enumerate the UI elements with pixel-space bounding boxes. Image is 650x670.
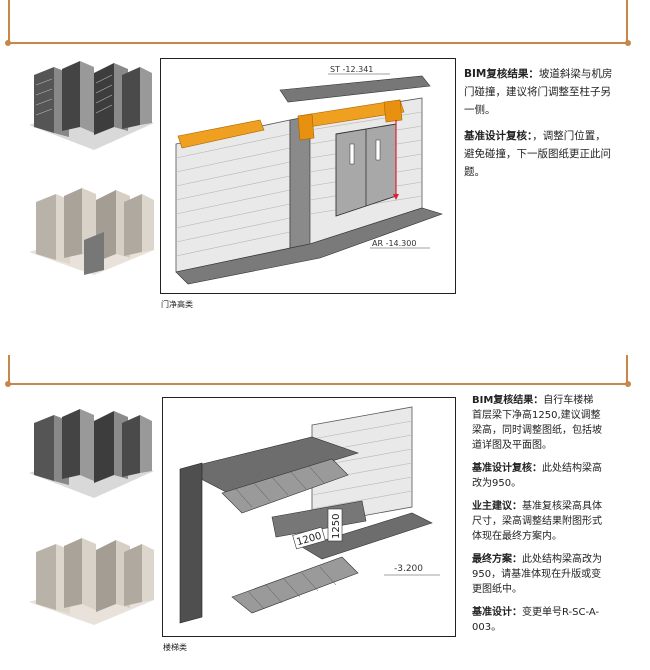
note-item: BIM复核结果：坡道斜梁与机房门碰撞，建议将门调整至柱子另一侧。 [464, 65, 614, 119]
frame-dot-left [5, 381, 11, 387]
frame-left-line [8, 355, 10, 383]
note-label: BIM复核结果： [472, 395, 544, 406]
drawing-caption: 楼梯类 [163, 643, 187, 652]
dim-top-label: ST -12.341 [330, 65, 373, 74]
review-notes: BIM复核结果：坡道斜梁与机房门碰撞，建议将门调整至柱子另一侧。 基准设计复核：… [464, 65, 614, 189]
dim-bottom-label: AR -14.300 [372, 239, 416, 248]
frame-top-line [8, 42, 628, 44]
note-text: 此处结构梁高改为950，请基准体现在升版或变更图纸中。 [472, 554, 602, 595]
note-text: ，调整门位置，避免碰撞，下一版图纸更正此问题。 [464, 130, 611, 178]
note-item: 最终方案：此处结构梁高改为950，请基准体现在升版或变更图纸中。 [472, 552, 602, 597]
dim-1250-label: 1250 [331, 514, 342, 539]
frame-dot-right [625, 40, 631, 46]
dim-level-label: -3.200 [394, 564, 423, 574]
note-label: 业主建议： [472, 501, 522, 512]
note-text: 自行车楼梯首层梁下净高1250,建议调整梁高，同时调整图纸，包括坡道详图及平面图… [472, 395, 602, 451]
note-label: 基准设计复核： [464, 130, 533, 142]
building-model-render-light [29, 188, 154, 275]
building-model-render-dark [29, 409, 154, 498]
note-item: BIM复核结果：自行车楼梯首层梁下净高1250,建议调整梁高，同时调整图纸，包括… [472, 393, 602, 453]
note-label: 最终方案： [472, 554, 522, 565]
panel-door-clearance: ST -12.341 AR -14.300 门净高类 BIM复核结果：坡道斜梁与… [0, 0, 650, 330]
frame-dot-left [5, 40, 11, 46]
frame-left-line [8, 0, 10, 42]
building-model-render-dark [29, 61, 154, 150]
frame-right-line [626, 355, 628, 383]
note-item: 业主建议：基准复核梁高具体尺寸，梁高调整结果附图形式体现在最终方案内。 [472, 499, 602, 544]
stair-clearance-drawing: 1200 1250 -3.200 [162, 397, 456, 637]
note-text: 变更单号R-SC-A-003。 [472, 607, 600, 633]
note-label: 基准设计： [472, 607, 522, 618]
note-label: 基准设计复核： [472, 463, 542, 474]
note-item: 基准设计复核：此处结构梁高改为950。 [472, 461, 602, 491]
drawing-caption: 门净高类 [161, 300, 193, 309]
note-text: 此处结构梁高改为950。 [472, 463, 602, 489]
building-model-render-light [29, 538, 154, 625]
frame-right-line [626, 0, 628, 42]
note-text: 坡道斜梁与机房门碰撞，建议将门调整至柱子另一侧。 [464, 68, 613, 116]
door-clearance-drawing: ST -12.341 AR -14.300 [160, 58, 456, 294]
frame-dot-right [625, 381, 631, 387]
panel-stair-clearance: 1200 1250 -3.200 楼梯类 BIM复核结果：自行车楼梯首层梁下净高… [0, 355, 650, 670]
note-label: BIM复核结果： [464, 68, 539, 80]
note-item: 基准设计：变更单号R-SC-A-003。 [472, 605, 602, 635]
note-text: 基准复核梁高具体尺寸，梁高调整结果附图形式体现在最终方案内。 [472, 501, 602, 542]
review-notes: BIM复核结果：自行车楼梯首层梁下净高1250,建议调整梁高，同时调整图纸，包括… [472, 393, 602, 643]
frame-top-line [8, 383, 628, 385]
note-item: 基准设计复核：，调整门位置，避免碰撞，下一版图纸更正此问题。 [464, 127, 614, 181]
